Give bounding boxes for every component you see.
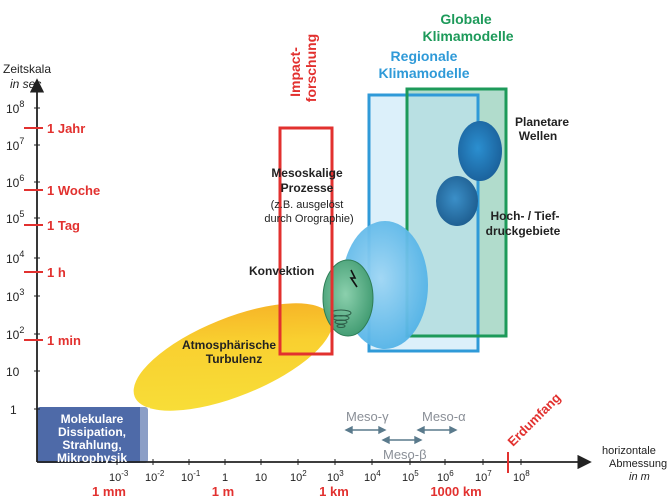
meso-beta-label: Meso-β xyxy=(383,447,427,462)
mesoscale-note-line: (z.B. ausgelöst xyxy=(271,199,344,211)
turbulence-region xyxy=(133,303,333,411)
x-tick-label: 10-2 xyxy=(145,469,165,484)
molecular-label-line: Mikrophysik xyxy=(57,451,127,465)
meso-gamma-label: Meso-γ xyxy=(346,409,389,424)
regional-models-line: Regionale xyxy=(391,48,458,64)
length-marker-label: 1000 km xyxy=(430,484,481,498)
molecular-label: Molekulare Dissipation, Strahlung, Mikro… xyxy=(57,412,127,465)
x-tick-label: 104 xyxy=(364,469,381,484)
y-axis-unit: in sec xyxy=(10,77,41,91)
planetary-waves-label: Planetare Wellen xyxy=(515,115,569,143)
x-tick-label: 106 xyxy=(437,469,454,484)
planetary-waves-line: Planetare xyxy=(515,115,569,129)
mesoscale-label: Mesoskalige Prozesse (z.B. ausgelöst dur… xyxy=(264,166,353,225)
x-tick-label: 102 xyxy=(290,469,307,484)
pressure-systems-line: druckgebiete xyxy=(486,224,561,238)
time-marker-label: 1 Woche xyxy=(47,183,100,198)
global-models-line: Globale xyxy=(440,11,492,27)
mesoscale-title-line: Mesoskalige xyxy=(271,166,343,180)
x-axis-markers: 1 mm 1 m 1 km 1000 km xyxy=(92,484,482,498)
y-axis-title: Zeitskala xyxy=(3,62,51,76)
impact-research-line: Impact- xyxy=(287,47,303,97)
x-axis-unit: in m xyxy=(629,471,650,483)
time-marker-label: 1 Tag xyxy=(47,218,80,233)
length-marker-label: 1 km xyxy=(319,484,349,498)
meso-beta: Meso-β xyxy=(383,447,427,462)
molecular-label-line: Dissipation, xyxy=(58,425,126,439)
convection-label: Konvektion xyxy=(249,264,314,278)
turbulence-label-line: Atmosphärische xyxy=(182,338,276,352)
x-axis-title-line1: horizontale xyxy=(602,445,656,457)
length-marker-label: 1 mm xyxy=(92,484,126,498)
length-marker-label: 1 m xyxy=(212,484,234,498)
pressure-systems-line: Hoch- / Tief- xyxy=(490,209,559,223)
global-model-box xyxy=(405,87,508,338)
regional-models-label: Regionale Klimamodelle xyxy=(378,48,469,81)
global-models-label: Globale Klimamodelle xyxy=(422,11,513,44)
x-tick-label: 103 xyxy=(327,469,344,484)
time-marker-label: 1 min xyxy=(47,333,81,348)
x-tick-label: 10 xyxy=(255,472,267,484)
x-axis-ticks: 10-3 10-2 10-1 102 103 104 105 106 107 108 1 10 xyxy=(109,459,530,484)
molecular-box xyxy=(37,407,148,463)
y-tick-label: 105 xyxy=(6,209,24,226)
regional-models-line: Klimamodelle xyxy=(378,65,469,81)
molecular-box-fade xyxy=(140,407,150,463)
time-marker-label: 1 Jahr xyxy=(47,121,85,136)
y-tick-label: 102 xyxy=(6,325,24,342)
meso-alpha: Meso-α xyxy=(422,409,466,424)
impact-research-line: forschung xyxy=(303,34,319,102)
turbulence-label-line: Turbulenz xyxy=(206,352,262,366)
mesoscale-title-line: Prozesse xyxy=(281,181,334,195)
meso-gamma: Meso-γ xyxy=(346,409,389,424)
y-tick-label: 103 xyxy=(6,287,24,304)
impact-research-box xyxy=(278,126,334,356)
impact-research-label: Impact- forschung xyxy=(287,34,319,102)
y-tick-label: 10 xyxy=(6,365,20,379)
time-marker-label: 1 h xyxy=(47,265,66,280)
x-tick-label: 1 xyxy=(222,472,228,484)
x-tick-label: 10-3 xyxy=(109,469,129,484)
convection-region xyxy=(322,259,374,337)
y-tick-label: 106 xyxy=(6,173,24,190)
x-tick-label: 10-1 xyxy=(181,469,201,484)
lightning-icon xyxy=(349,269,358,288)
molecular-label-line: Molekulare xyxy=(61,412,124,426)
meso-alpha-label: Meso-α xyxy=(422,409,466,424)
global-models-line: Klimamodelle xyxy=(422,28,513,44)
x-axis-title-line2: Abmessung xyxy=(609,458,667,470)
pressure-systems-blob xyxy=(436,176,478,226)
pressure-systems-label: Hoch- / Tief- druckgebiete xyxy=(486,209,561,238)
planetary-waves-blob xyxy=(458,121,502,181)
y-tick-label: 104 xyxy=(6,249,24,266)
turbulence-label: Atmosphärische Turbulenz xyxy=(182,338,276,366)
y-tick-label: 1 xyxy=(10,403,17,417)
planetary-waves-line: Wellen xyxy=(519,129,557,143)
x-tick-label: 107 xyxy=(475,469,492,484)
x-tick-label: 108 xyxy=(513,469,530,484)
meso-scale-arrows xyxy=(344,425,458,445)
earth-circumference-label: Erdumfang xyxy=(505,390,564,449)
molecular-label-line: Strahlung, xyxy=(62,438,121,452)
x-tick-label: 105 xyxy=(402,469,419,484)
y-axis-markers: 1 Jahr 1 Woche 1 Tag 1 h 1 min xyxy=(24,121,100,348)
y-tick-label: 108 xyxy=(6,99,24,116)
y-tick-label: 107 xyxy=(6,136,24,153)
mesoscale-note-line: durch Orographie) xyxy=(264,213,353,225)
